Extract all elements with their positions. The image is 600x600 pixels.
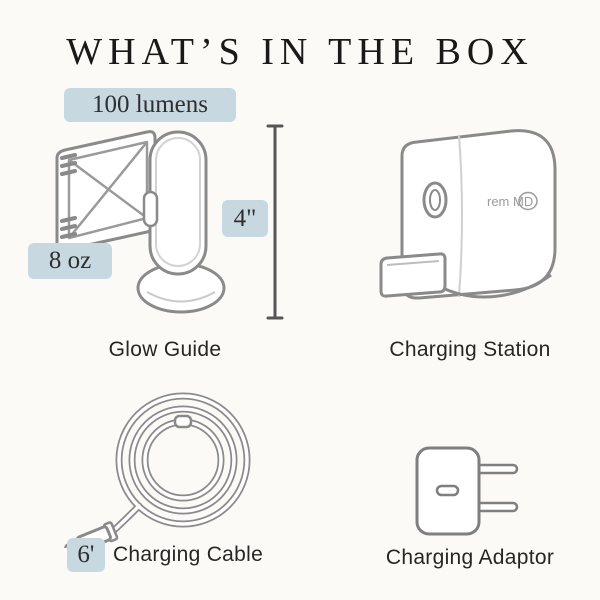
glow-guide-illustration bbox=[55, 124, 284, 320]
charging-station-illustration: rem MD bbox=[379, 129, 557, 300]
label-charging-adaptor: Charging Adaptor bbox=[385, 546, 555, 569]
badge-weight: 8 oz bbox=[28, 243, 112, 279]
adaptor-usb-port bbox=[435, 484, 460, 497]
label-charging-station: Charging Station bbox=[389, 338, 551, 361]
badge-cable-length: 6' bbox=[66, 538, 105, 572]
cable-inner-end bbox=[173, 414, 193, 429]
station-charge-port bbox=[422, 181, 448, 219]
height-measurement-line bbox=[266, 124, 284, 320]
charging-cable-caption: 6' Charging Cable bbox=[25, 538, 305, 572]
charging-cable-illustration bbox=[64, 392, 251, 548]
glow-guide-button bbox=[142, 190, 159, 228]
charging-adaptor-illustration bbox=[415, 446, 519, 536]
adaptor-prong-bottom bbox=[475, 501, 519, 513]
glow-guide-bracket bbox=[55, 130, 157, 252]
adaptor-prong-top bbox=[475, 463, 519, 475]
station-brand-logo-ring bbox=[518, 191, 538, 211]
badge-height: 4" bbox=[222, 200, 268, 237]
glow-guide-body bbox=[142, 130, 208, 276]
badge-lumens: 100 lumens bbox=[64, 88, 236, 122]
bracket-vent-slats bbox=[60, 153, 77, 239]
page-title: WHAT’S IN THE BOX bbox=[66, 31, 534, 73]
cable-coil bbox=[109, 392, 251, 535]
station-brand: rem MD bbox=[487, 191, 538, 211]
station-shelf bbox=[379, 252, 447, 298]
label-glow-guide: Glow Guide bbox=[108, 338, 222, 361]
label-charging-cable: Charging Cable bbox=[112, 543, 264, 566]
station-brand-text: rem MD bbox=[487, 194, 533, 209]
